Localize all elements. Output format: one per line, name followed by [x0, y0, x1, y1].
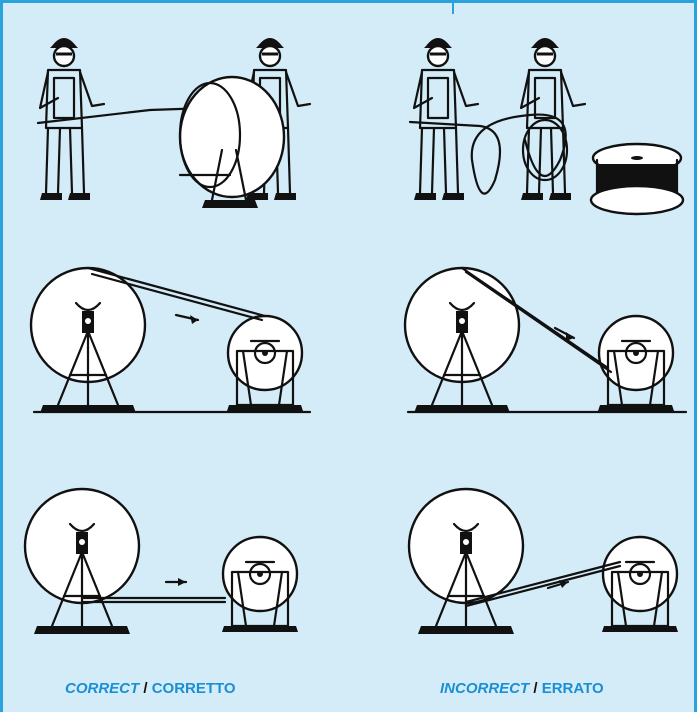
- caption-incorrect: INCORRECT / ERRATO: [440, 680, 604, 697]
- caption-incorrect-english: INCORRECT: [440, 680, 529, 697]
- caption-incorrect-separator: /: [529, 680, 542, 697]
- scene-cross-pull-incorrect: [405, 268, 686, 413]
- scene-overhead-pull-correct: [31, 268, 310, 413]
- scene-workers-drum-incorrect: [410, 38, 683, 214]
- caption-correct-english: CORRECT: [65, 680, 139, 697]
- caption-incorrect-italian: ERRATO: [542, 680, 604, 697]
- scene-underneath-cross-incorrect: [409, 489, 678, 634]
- caption-correct-italian: CORRETTO: [152, 680, 236, 697]
- caption-correct: CORRECT / CORRETTO: [65, 680, 236, 697]
- scene-workers-reel-correct: [38, 38, 310, 208]
- scene-underneath-pull-correct: [25, 489, 298, 634]
- caption-correct-separator: /: [139, 680, 152, 697]
